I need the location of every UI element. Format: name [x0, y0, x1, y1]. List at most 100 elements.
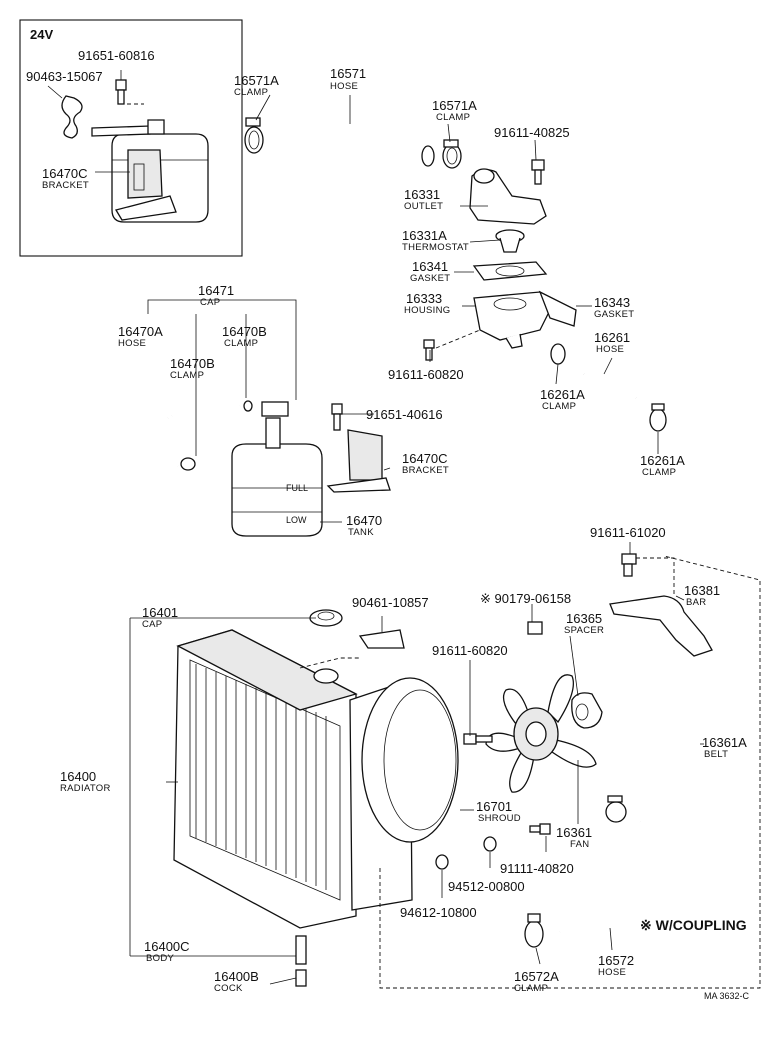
assembly-dash-lines: [120, 103, 761, 989]
part-16361-label: 16361: [556, 825, 593, 840]
bypass-hose: [581, 368, 639, 404]
part-91611-61020-label: 91611-61020: [590, 525, 666, 540]
reservoir-tank: [231, 401, 323, 537]
part-16701-sub: SHROUD: [478, 813, 521, 824]
fan-shroud: [349, 677, 459, 911]
part-16343-sub: GASKET: [594, 309, 635, 320]
part-94612-10800-label: 94612-10800: [400, 905, 477, 920]
cooling-fan: [485, 674, 597, 793]
part-16470B-left-label: 16470B: [170, 356, 215, 371]
drain-cock: [295, 969, 307, 987]
drain-body: [295, 935, 307, 965]
upper-hose-clamp-left: [244, 117, 264, 154]
part-16471-sub: CAP: [200, 297, 221, 308]
part-90461-10857-label: 90461-10857: [352, 595, 429, 610]
part-16365-label: 16365: [566, 611, 603, 626]
inset-bracket: [114, 149, 177, 221]
washer-94512: [483, 836, 497, 852]
part-16331A-sub: THERMOSTAT: [402, 242, 470, 253]
part-16470-label: 16470: [346, 513, 383, 528]
part-16381-sub: BAR: [686, 597, 707, 608]
adjusting-bar: [609, 595, 713, 657]
part-91651-40616-label: 91651-40616: [366, 407, 443, 422]
part-16572-label: 16572: [598, 953, 635, 968]
part-94512-00800-label: 94512-00800: [448, 879, 525, 894]
radiator-support-bracket: [358, 629, 405, 649]
part-16572A-label: 16572A: [514, 969, 559, 984]
part-16572-sub: HOSE: [598, 967, 627, 978]
part-16470B-right-label: 16470B: [222, 324, 267, 339]
part-16343-label: 16343: [594, 295, 631, 310]
upper-hose-clamp-right: [442, 139, 462, 169]
water-outlet: [469, 168, 547, 225]
thermostat: [495, 229, 525, 253]
part-16331-label: 16331: [404, 187, 441, 202]
reservoir-bracket: [326, 429, 391, 493]
part-91651-60816-label: 91651-60816: [78, 48, 155, 63]
part-16572A-sub: CLAMP: [514, 983, 549, 994]
bypass-clamp-upper: [550, 343, 566, 365]
part-16470-sub: TANK: [348, 527, 374, 538]
coupling-note: ※ W/COUPLING: [640, 917, 747, 933]
thermostat-housing: [473, 291, 553, 349]
bypass-clamp-lower: [649, 403, 667, 432]
part-16400C-label: 16400C: [144, 939, 190, 954]
part-16571-label: 16571: [330, 66, 367, 81]
part-91611-60820-mid-label: 91611-60820: [432, 643, 508, 658]
inset-24v-frame: [19, 19, 243, 257]
upper-hose: [254, 114, 435, 167]
thermostat-gasket: [472, 261, 548, 281]
part-91611-40825-label: 91611-40825: [494, 125, 570, 140]
outlet-bolt: [531, 159, 545, 185]
washer-94612: [435, 854, 449, 870]
part-16470C-label: 16470C: [402, 451, 448, 466]
fan-bolt: [463, 733, 493, 745]
radiator: [173, 629, 358, 929]
part-16571A-left-sub: CLAMP: [234, 87, 269, 98]
part-16361A-label: 16361A: [702, 735, 747, 750]
part-16470C-inset-sub: BRACKET: [42, 180, 89, 191]
tank-full-mark: FULL: [286, 483, 309, 493]
spacer-nut: [527, 621, 543, 635]
part-16571-sub: HOSE: [330, 81, 359, 92]
fan-spacer: [571, 692, 603, 729]
housing-gasket: [538, 290, 577, 327]
part-16701-label: 16701: [476, 799, 513, 814]
part-16331-sub: OUTLET: [404, 201, 444, 212]
lower-hose: [558, 820, 652, 942]
part-16261A-low-label: 16261A: [640, 453, 685, 468]
part-16571A-right-sub: CLAMP: [436, 112, 471, 123]
part-16341-sub: GASKET: [410, 273, 451, 284]
part-16365-sub: SPACER: [564, 625, 605, 636]
part-16571A-right-label: 16571A: [432, 98, 477, 113]
housing-bolt: [423, 339, 435, 361]
part-16470A-sub: HOSE: [118, 338, 147, 349]
v-belt: [600, 632, 705, 814]
tank-low-mark: LOW: [286, 515, 307, 525]
part-16333-sub: HOUSING: [404, 305, 451, 316]
reservoir-hose: [139, 400, 253, 471]
part-16400B-sub: COCK: [214, 983, 243, 994]
part-16471-label: 16471: [198, 283, 235, 298]
part-16400-sub: RADIATOR: [60, 783, 111, 794]
voltage-label: 24V: [30, 27, 54, 42]
part-90463-15067-label: 90463-15067: [26, 69, 103, 84]
part-91611-60820-top-label: 91611-60820: [388, 367, 464, 382]
part-91111-40820-label: 91111-40820: [500, 861, 574, 876]
part-16341-label: 16341: [412, 259, 449, 274]
reservoir-bolt: [331, 403, 343, 431]
part-16261A-low-sub: CLAMP: [642, 467, 677, 478]
part-16400-label: 16400: [60, 769, 97, 784]
inset-clamp-spring: [61, 95, 83, 139]
part-16470B-right-sub: CLAMP: [224, 338, 259, 349]
part-16401-label: 16401: [142, 605, 179, 620]
part-16571A-left-label: 16571A: [234, 73, 279, 88]
leader-lines: [129, 94, 704, 985]
part-16470A-label: 16470A: [118, 324, 163, 339]
lower-hose-clamp-lower: [524, 913, 544, 948]
part-16470B-left-sub: CLAMP: [170, 370, 205, 381]
part-16331A-label: 16331A: [402, 228, 447, 243]
part-16361-sub: FAN: [570, 839, 590, 850]
